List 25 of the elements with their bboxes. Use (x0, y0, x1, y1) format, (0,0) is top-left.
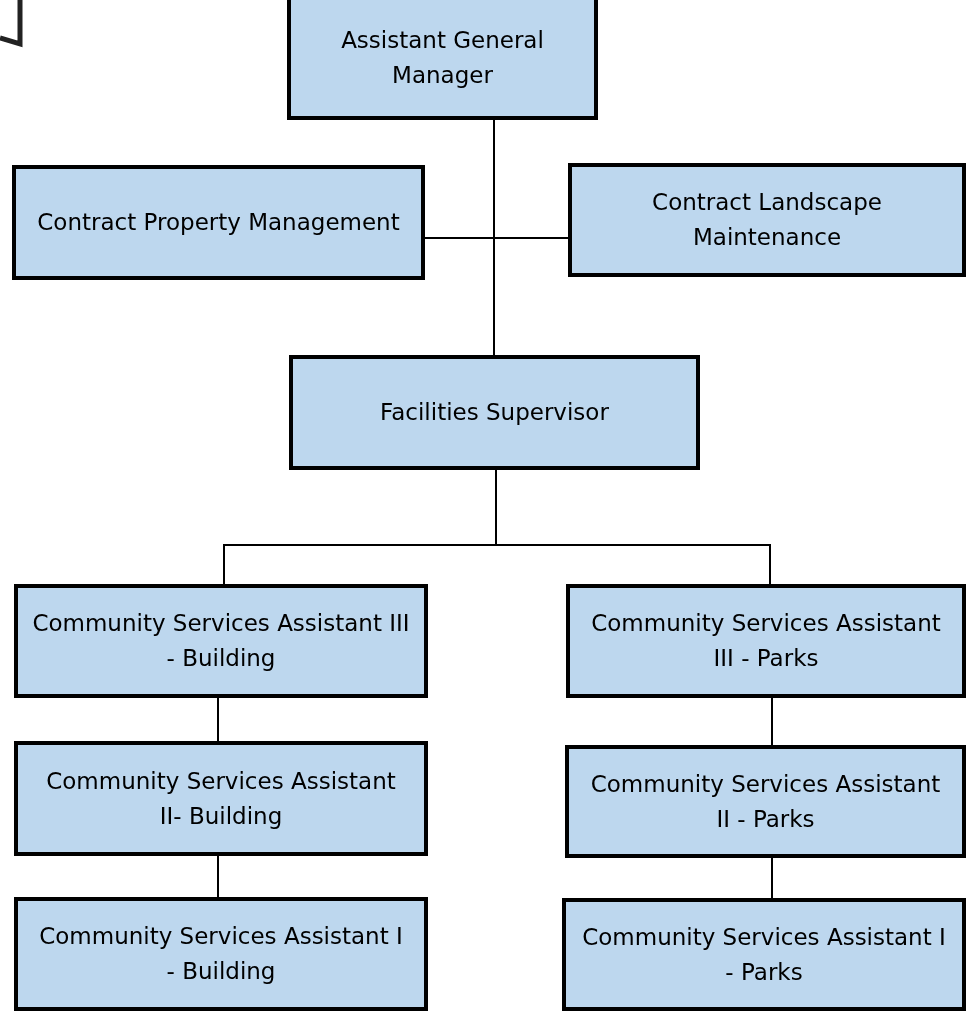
role-title: Contract Landscape Maintenance (651, 188, 883, 252)
role-title: Community Services Assistant I - Building (38, 922, 404, 986)
connector-line (217, 697, 219, 742)
role-box (14, 741, 428, 856)
connector-line (493, 119, 495, 356)
role-title: Community Services Assistant II- Building (45, 766, 397, 831)
role-title: Facilities Supervisor (379, 398, 610, 427)
role-box (287, 0, 598, 120)
role-box (566, 584, 966, 698)
role-box (14, 897, 428, 1011)
role-title: Community Services Assistant III - Parks (590, 609, 942, 673)
role-title: Community Services Assistant II - Parks (589, 769, 942, 834)
role-box (562, 898, 966, 1011)
connector-line (771, 697, 773, 746)
connector-line (217, 855, 219, 898)
role-box (14, 584, 428, 698)
role-box (565, 745, 966, 858)
role-box (289, 355, 700, 470)
role-title: Assistant General Manager (340, 26, 545, 90)
connector-line (771, 857, 773, 899)
role-title: Community Services Assistant III - Building (31, 609, 411, 673)
role-box (12, 165, 425, 280)
role-box (568, 163, 966, 277)
role-title: Contract Property Management (36, 208, 401, 237)
role-title: Community Services Assistant I - Parks (581, 922, 947, 987)
